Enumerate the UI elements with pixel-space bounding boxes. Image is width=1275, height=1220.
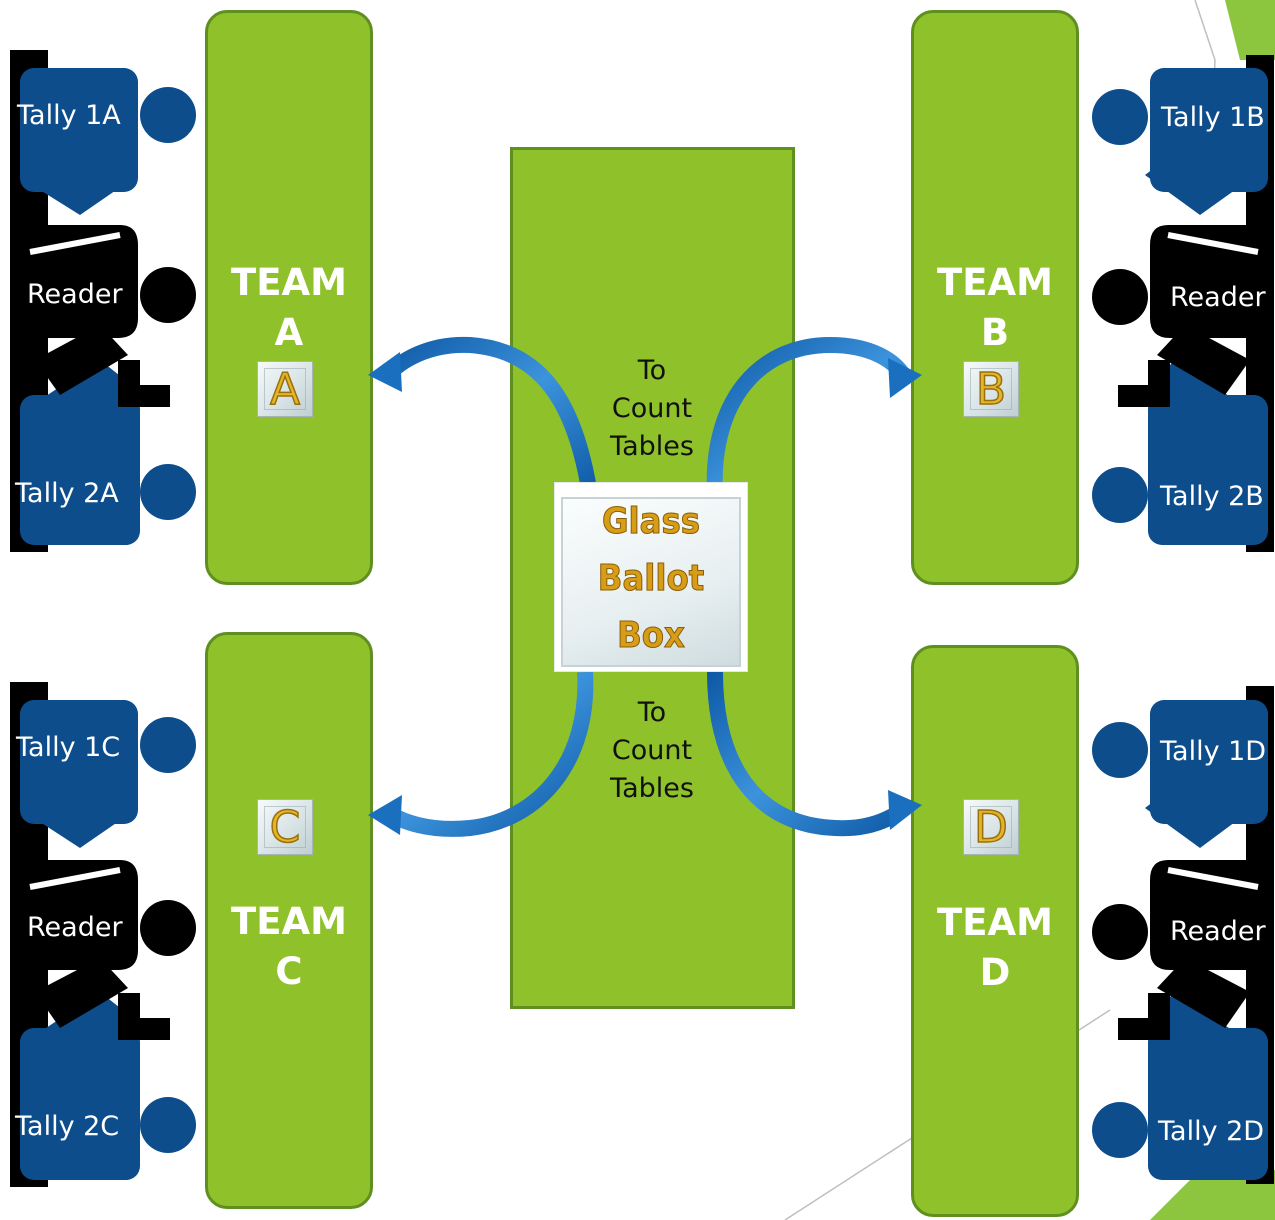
tally-1d-label: Tally 1D	[1160, 736, 1267, 767]
glass-box-icon	[561, 497, 741, 667]
team-c-title-line2: C	[275, 950, 303, 993]
team-d-table: D TEAM D	[911, 645, 1079, 1217]
tally-2c-label: Tally 2C	[15, 1111, 120, 1142]
team-a-title-line2: A	[274, 311, 304, 354]
team-a-table: TEAM A A	[205, 10, 373, 585]
team-b-table: TEAM B B	[911, 10, 1079, 585]
team-d-title-line1: TEAM	[937, 901, 1053, 944]
team-c-title-line1: TEAM	[231, 900, 347, 943]
arrow-to-team-a	[368, 336, 598, 497]
team-d-box-glass	[970, 806, 1012, 848]
team-a-box-letter: A	[269, 363, 301, 416]
team-b-box-letter: B	[975, 363, 1007, 416]
tally-2b-label: Tally 2B	[1160, 481, 1264, 512]
arrow-to-team-c	[368, 671, 594, 837]
team-c-title: TEAM C	[208, 897, 370, 997]
to-count-top-line2: Count	[611, 393, 693, 424]
team-b-box-glass	[970, 368, 1012, 410]
team-a-title: TEAM A	[208, 258, 370, 358]
ballot-box-line2: Ballot	[597, 558, 705, 600]
tally-1c-label: Tally 1C	[16, 732, 121, 763]
team-c-box-icon: C	[257, 799, 313, 855]
team-b-title-line2: B	[980, 311, 1010, 354]
team-d-box-letter: D	[973, 801, 1008, 854]
to-count-tables-bottom: To Count Tables	[582, 694, 722, 808]
arrow-to-team-d	[707, 671, 922, 837]
team-b-box-icon: B	[963, 361, 1019, 417]
tally-2a-label: Tally 2A	[15, 478, 119, 509]
ballot-box-line1: Glass	[601, 501, 701, 543]
seat-group-b	[1092, 55, 1274, 552]
glass-ballot-box: Glass Ballot Box	[554, 482, 748, 672]
team-a-title-line1: TEAM	[231, 261, 347, 304]
reader-b-label: Reader	[1170, 282, 1266, 313]
seat-group-c	[10, 682, 196, 1187]
team-a-box-icon: A	[257, 361, 313, 417]
reader-d-label: Reader	[1170, 916, 1266, 947]
team-d-box-icon: D	[963, 799, 1019, 855]
team-d-title: TEAM D	[914, 898, 1076, 998]
team-d-title-line2: D	[979, 951, 1011, 994]
to-count-top-line1: To	[637, 355, 667, 386]
to-count-bottom-line3: Tables	[610, 773, 694, 804]
team-b-title: TEAM B	[914, 258, 1076, 358]
team-a-box-glass	[264, 368, 306, 410]
seat-group-a	[10, 50, 196, 552]
team-b-title-line1: TEAM	[937, 261, 1053, 304]
team-c-table: C TEAM C	[205, 632, 373, 1209]
team-c-box-glass	[264, 806, 306, 848]
team-c-box-letter: C	[269, 801, 301, 854]
to-count-tables-top: To Count Tables	[582, 352, 722, 466]
to-count-bottom-line2: Count	[611, 735, 693, 766]
tally-2d-label: Tally 2D	[1158, 1116, 1265, 1147]
reader-c-label: Reader	[27, 912, 123, 943]
seat-group-d	[1092, 686, 1274, 1184]
reader-a-label: Reader	[27, 279, 123, 310]
tally-1b-label: Tally 1B	[1161, 102, 1265, 133]
ballot-box-line3: Box	[617, 615, 686, 657]
arrow-to-team-b	[706, 336, 922, 496]
to-count-bottom-line1: To	[637, 697, 667, 728]
ballot-box-label: Glass Ballot Box	[555, 493, 747, 664]
tally-1a-label: Tally 1A	[17, 100, 121, 131]
to-count-top-line3: Tables	[610, 431, 694, 462]
